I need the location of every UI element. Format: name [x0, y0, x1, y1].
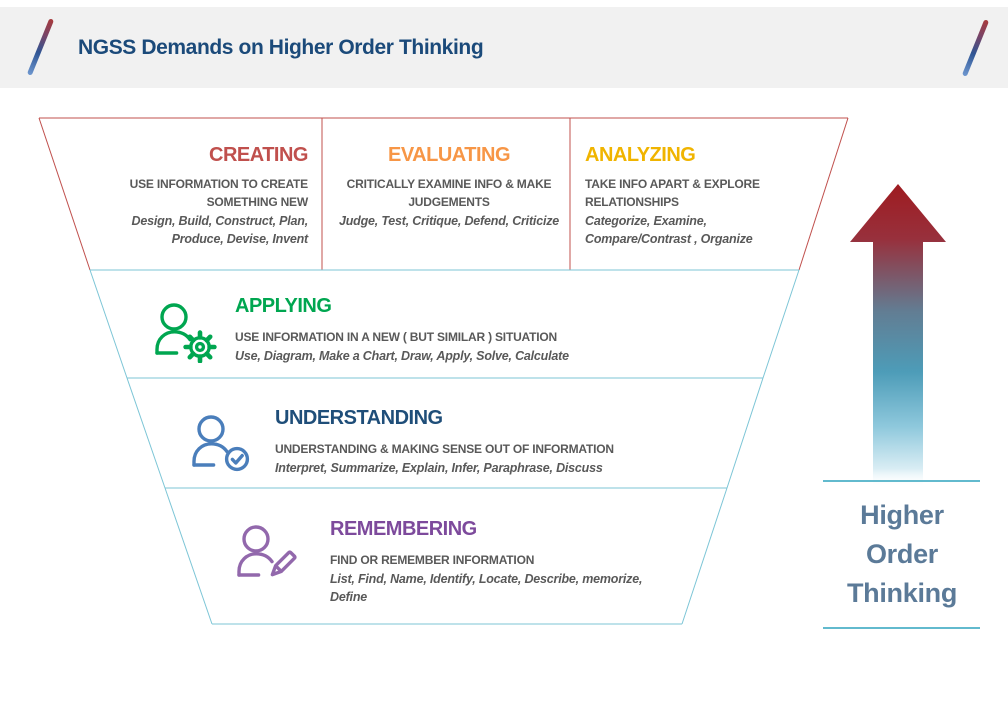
section-applying-title: APPLYING — [235, 295, 332, 317]
arrow-label: Higher Order Thinking — [821, 496, 983, 613]
section-applying: APPLYING USE INFORMATION IN A NEW ( BUT … — [235, 295, 655, 365]
section-evaluating-verbs: Judge, Test, Critique, Defend, Criticize — [338, 214, 560, 228]
section-remembering: REMEMBERING FIND OR REMEMBER INFORMATION… — [330, 518, 682, 606]
section-analyzing-verbs: Categorize, Examine, Compare/Contrast , … — [585, 214, 753, 247]
header-band: NGSS Demands on Higher Order Thinking — [0, 7, 1008, 88]
section-understanding-desc: UNDERSTANDING & MAKING SENSE OUT OF INFO… — [275, 442, 614, 456]
section-creating-title: CREATING — [209, 144, 308, 166]
section-understanding-title: UNDERSTANDING — [275, 407, 443, 429]
funnel-top-tier-border — [38, 117, 849, 271]
section-remembering-desc: FIND OR REMEMBER INFORMATION — [330, 553, 535, 567]
section-applying-verbs: Use, Diagram, Make a Chart, Draw, Apply,… — [235, 349, 569, 363]
section-analyzing: ANALYZING TAKE INFO APART & EXPLORE RELA… — [585, 144, 783, 248]
section-analyzing-title: ANALYZING — [585, 144, 696, 166]
section-applying-desc: USE INFORMATION IN A NEW ( BUT SIMILAR )… — [235, 330, 557, 344]
section-remembering-title: REMEMBERING — [330, 518, 477, 540]
arrow-label-line-3: Thinking — [846, 578, 958, 609]
section-understanding-verbs: Interpret, Summarize, Explain, Infer, Pa… — [275, 461, 603, 475]
section-creating-desc: USE INFORMATION TO CREATE SOMETHING NEW — [129, 177, 309, 209]
section-understanding: UNDERSTANDING UNDERSTANDING & MAKING SEN… — [275, 407, 695, 477]
section-creating: CREATING USE INFORMATION TO CREATE SOMET… — [108, 144, 309, 248]
person-pencil-icon — [228, 521, 304, 585]
section-remembering-verbs: List, Find, Name, Identify, Locate, Desc… — [330, 572, 643, 605]
section-evaluating-desc: CRITICALLY EXAMINE INFO & MAKE JUDGEMENT… — [346, 177, 552, 209]
section-creating-verbs: Design, Build, Construct, Plan, Produce,… — [131, 214, 309, 247]
page-title: NGSS Demands on Higher Order Thinking — [78, 35, 484, 59]
arrow-label-line-1: Higher — [860, 500, 944, 530]
person-check-icon — [183, 411, 259, 475]
section-evaluating-title: EVALUATING — [387, 144, 511, 166]
person-gear-icon — [146, 299, 222, 364]
funnel-lower-tier-borders — [89, 269, 800, 625]
arrow-label-line-2: Order — [865, 539, 939, 570]
section-analyzing-desc: TAKE INFO APART & EXPLORE RELATIONSHIPS — [585, 177, 760, 209]
section-evaluating: EVALUATING CRITICALLY EXAMINE INFO & MAK… — [337, 144, 561, 230]
up-arrow-gradient-icon — [850, 184, 946, 487]
